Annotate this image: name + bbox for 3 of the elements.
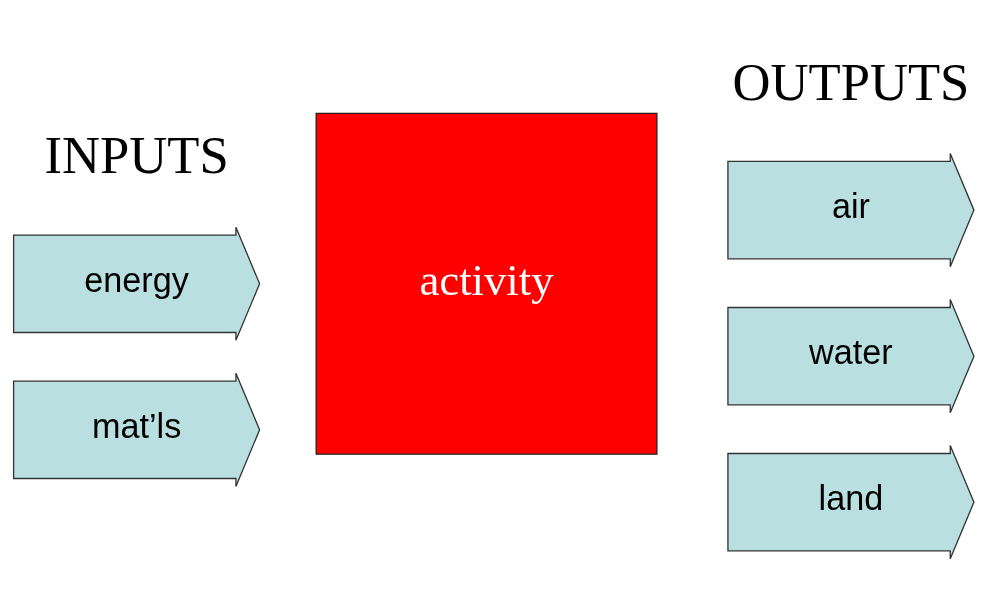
label: INPUTS <box>44 126 229 185</box>
label: OUTPUTS <box>732 52 970 111</box>
node-box: activity <box>315 112 658 455</box>
